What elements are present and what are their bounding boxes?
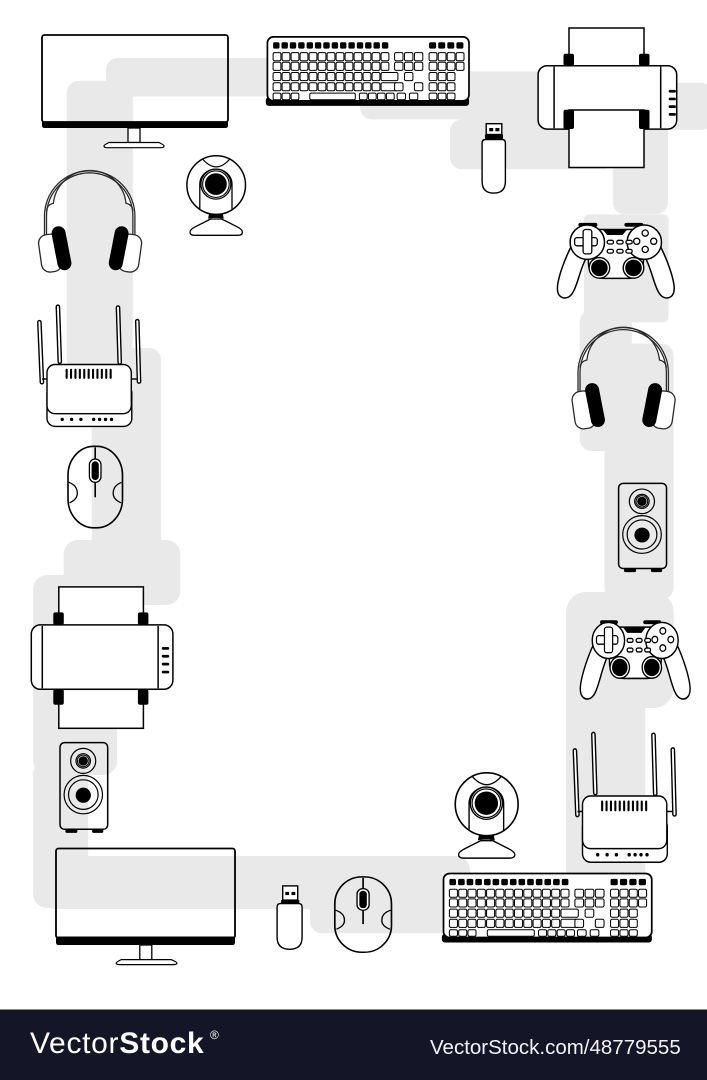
svg-text:VectorStock.com/48779555: VectorStock.com/48779555 [430, 1036, 681, 1059]
svg-text:VectorStock: VectorStock [30, 1027, 204, 1060]
svg-text:®: ® [210, 1028, 219, 1042]
